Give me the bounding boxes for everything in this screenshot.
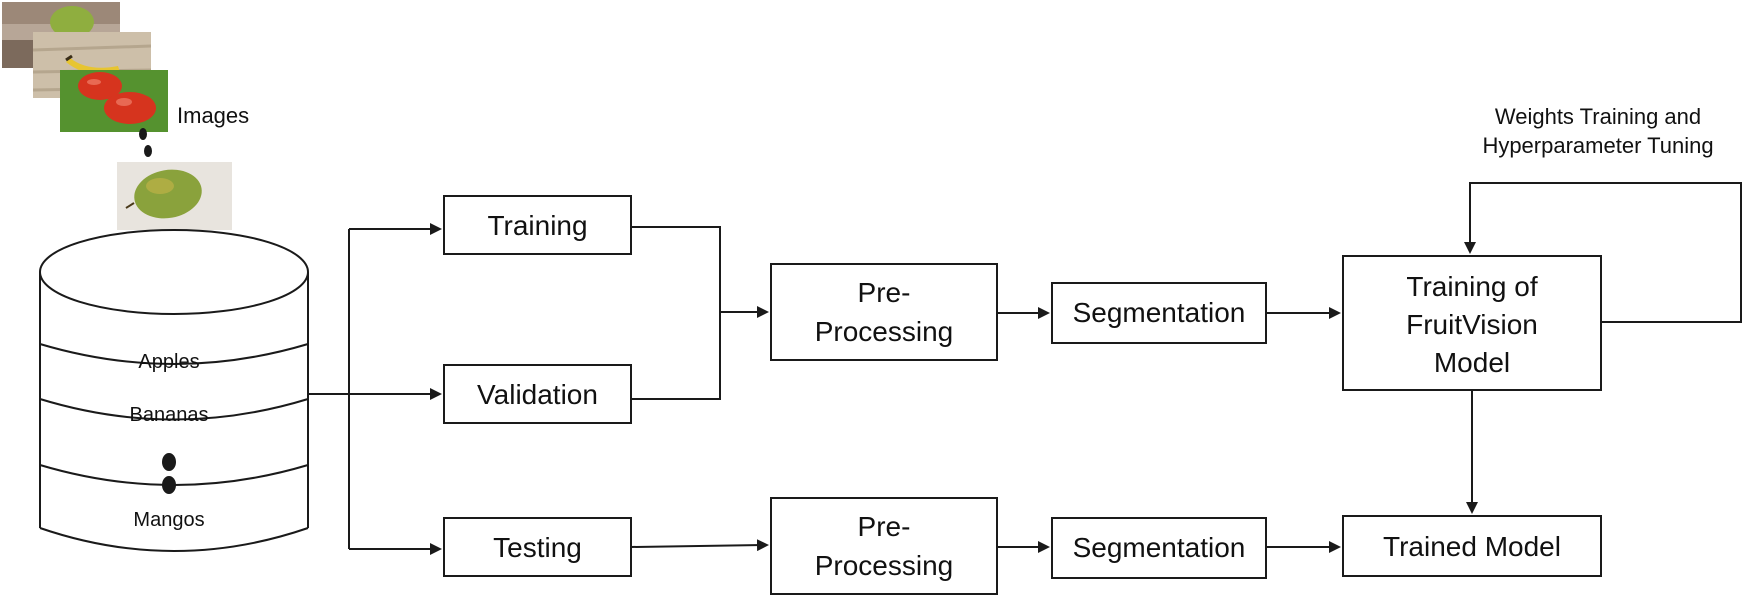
fruitvision-model-box	[1342, 255, 1602, 391]
testing-label: Testing	[493, 532, 582, 563]
mango-photo	[117, 162, 232, 230]
db-ellipsis-dot	[162, 476, 176, 494]
ellipsis-dot	[144, 145, 152, 157]
preprocessing-bottom-line2: Processing	[815, 550, 954, 581]
db-section-apples: Apples	[138, 351, 199, 373]
feedback-loop-arrow	[1464, 182, 1742, 323]
trained-model-box	[1342, 515, 1602, 577]
db-section-bananas: Bananas	[130, 404, 209, 426]
trained-model-label: Trained Model	[1383, 531, 1561, 562]
feedback-line2: Hyperparameter Tuning	[1482, 133, 1713, 158]
segmentation-bottom-label: Segmentation	[1073, 532, 1246, 563]
training-box	[443, 195, 632, 255]
ellipsis-dot	[139, 128, 147, 140]
validation-label: Validation	[477, 379, 598, 410]
merge-connector	[631, 226, 721, 400]
red-mango-photo	[60, 70, 168, 132]
fruit-database	[39, 229, 309, 552]
validation-box	[443, 364, 632, 424]
preprocessing-top-box	[770, 263, 998, 361]
db-section-mangos: Mangos	[133, 509, 204, 531]
segmentation-top-label: Segmentation	[1073, 297, 1246, 328]
preprocessing-bottom-line1: Pre-	[858, 511, 911, 542]
arrow-to-preprocessing-bottom	[630, 539, 769, 552]
model-line3: Model	[1434, 347, 1510, 378]
testing-box	[443, 517, 632, 577]
segmentation-top-box	[1051, 282, 1267, 344]
preprocessing-top-line2: Processing	[815, 316, 954, 347]
preprocessing-top-line1: Pre-	[858, 277, 911, 308]
segmentation-bottom-box	[1051, 517, 1267, 579]
model-line1: Training of	[1406, 271, 1537, 302]
images-label: Images	[177, 103, 249, 128]
feedback-line1: Weights Training and	[1495, 104, 1701, 129]
model-line2: FruitVision	[1406, 309, 1538, 340]
training-label: Training	[487, 210, 587, 241]
db-ellipsis-dot	[162, 453, 176, 471]
preprocessing-bottom-box	[770, 497, 998, 595]
